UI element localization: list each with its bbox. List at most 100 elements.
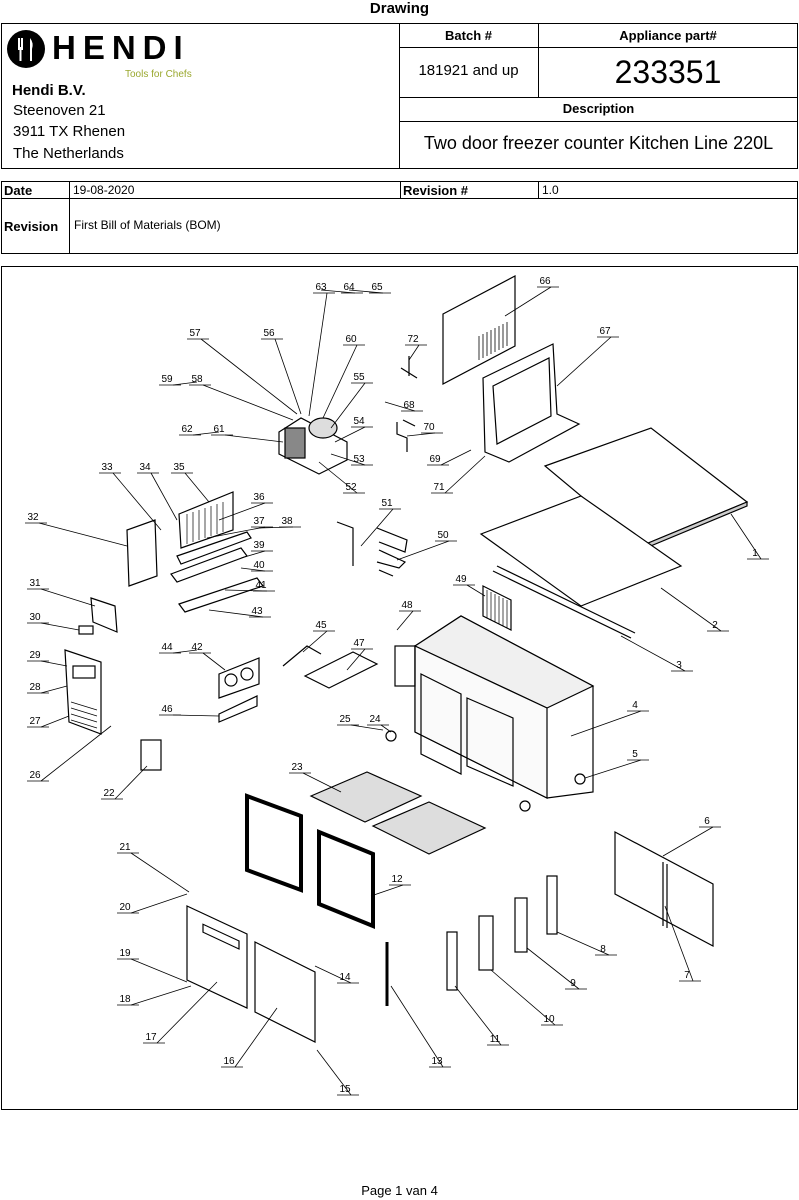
part-label-2: 2 [712,620,718,631]
callout-line-14 [314,965,352,984]
callout-line-66 [504,286,552,317]
part-label-17: 17 [145,1032,157,1043]
door-left [186,905,248,1009]
machine-frame [482,343,581,463]
page-number: Page 1 van 4 [361,1183,438,1198]
part-label-19: 19 [119,948,131,959]
part-label-61: 61 [213,424,225,435]
callout-line-18 [130,985,192,1006]
callout-line-31 [40,588,96,607]
part-label-8: 8 [600,944,606,955]
callout-line-35 [184,472,210,503]
callout-line-48 [396,610,414,631]
part-label-28: 28 [29,682,41,693]
side-panel [614,831,714,947]
part-label-18: 18 [119,994,131,1005]
address-line-1: Steenoven 21 [13,102,106,119]
callout-line-54 [334,426,366,443]
callout-line-9 [526,947,580,990]
part-label-16: 16 [223,1056,235,1067]
callout-line-63 [308,292,328,417]
callout-line-16 [234,1007,278,1068]
part-label-21: 21 [119,842,131,853]
door-gasket-2 [317,829,375,929]
callout-line-59 [172,381,198,386]
callout-line-12 [370,884,404,897]
part-label-58: 58 [191,374,203,385]
part-label-13: 13 [431,1056,443,1067]
callout-line-15 [316,1049,352,1096]
evaporator [178,491,234,549]
callout-line-49 [466,584,486,597]
callout-line-47 [346,648,366,671]
part-label-6: 6 [704,816,710,827]
wire-shelf-1 [309,771,423,823]
callout-line-29 [40,660,68,667]
part-label-1: 1 [752,548,758,559]
logo-tagline: Tools for Chefs [125,69,192,80]
callout-line-6 [662,826,714,857]
callout-line-7 [664,905,694,982]
callout-line-52 [318,461,358,494]
part-label-57: 57 [189,328,201,339]
part-label-7: 7 [684,970,690,981]
part-label-47: 47 [353,638,365,649]
part-label-14: 14 [339,972,351,983]
callout-line-44 [172,649,198,654]
callout-line-26 [40,725,112,782]
callout-line-61 [224,434,284,443]
callout-line-42 [202,652,226,671]
callout-line-58 [202,384,294,421]
part-label-67: 67 [599,326,611,337]
part-label-39: 39 [253,540,265,551]
callout-line-60 [322,344,358,419]
part-label-42: 42 [191,642,203,653]
part-label-9: 9 [570,978,576,989]
callout-line-3 [620,635,686,672]
part-label-69: 69 [429,454,441,465]
callout-line-62 [192,431,220,436]
callout-line-65 [348,289,384,294]
callout-line-69 [440,449,472,466]
part-value: 233351 [614,54,722,90]
document-title: Drawing [369,0,430,17]
callout-line-67 [556,336,612,387]
address-line-3: The Netherlands [13,145,124,162]
callout-line-4 [570,710,642,737]
revision-box [1,181,798,254]
part-label: Appliance part# [619,28,717,43]
part-label-46: 46 [161,704,173,715]
callout-line-8 [556,931,610,956]
part-label-24: 24 [369,714,381,725]
callout-line-30 [40,622,80,631]
part-label-62: 62 [181,424,193,435]
callout-line-68 [384,401,416,412]
part-label-5: 5 [632,749,638,760]
callout-line-21 [130,852,190,893]
part-label-56: 56 [263,328,275,339]
callout-line-22 [114,765,148,800]
callout-line-34 [150,472,178,521]
part-label-33: 33 [101,462,113,473]
part-label-20: 20 [119,902,131,913]
part-label-37: 37 [253,516,265,527]
worktop [479,495,683,607]
part-label-41: 41 [255,580,267,591]
part-label-26: 26 [29,770,41,781]
part-label-25: 25 [339,714,351,725]
callout-line-1 [730,513,762,560]
batch-label: Batch # [445,28,492,43]
address-line-2: 3911 TX Rhenen [13,123,126,140]
part-label-51: 51 [381,498,393,509]
batch-value: 181921 and up [418,62,519,79]
part-label-55: 55 [353,372,365,383]
callout-line-40 [240,567,266,572]
part-label-31: 31 [29,578,41,589]
part-label-72: 72 [407,334,419,345]
part-label-38: 38 [281,516,293,527]
part-label-53: 53 [353,454,365,465]
part-label-66: 66 [539,276,551,287]
callout-line-19 [130,958,188,983]
drawing-frame [1,266,798,1110]
door-right [254,941,316,1043]
